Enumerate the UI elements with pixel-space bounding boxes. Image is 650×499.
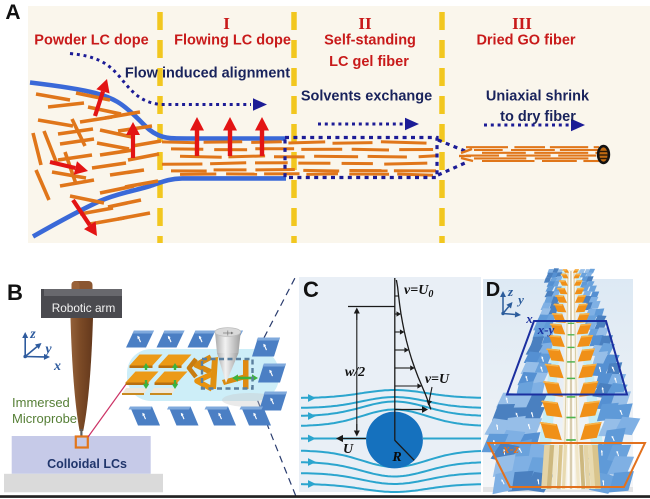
svg-text:Robotic arm: Robotic arm xyxy=(52,301,116,315)
svg-text:x-z: x-z xyxy=(502,441,520,456)
svg-text:LC gel fiber: LC gel fiber xyxy=(329,54,409,70)
svg-text:to dry fiber: to dry fiber xyxy=(500,109,576,125)
svg-text:z: z xyxy=(507,284,514,299)
svg-text:x-y: x-y xyxy=(537,322,555,337)
svg-text:I: I xyxy=(223,14,230,33)
svg-text:Self-standing: Self-standing xyxy=(324,32,416,48)
svg-text:Dried GO fiber: Dried GO fiber xyxy=(476,32,575,48)
svg-text:U: U xyxy=(343,442,354,457)
svg-text:Powder LC dope: Powder LC dope xyxy=(34,32,148,48)
svg-text:Uniaxial shrink: Uniaxial shrink xyxy=(486,89,590,105)
svg-text:B: B xyxy=(7,280,23,305)
svg-text:II: II xyxy=(358,14,372,33)
svg-text:y: y xyxy=(43,342,52,357)
svg-text:D: D xyxy=(486,279,500,301)
svg-text:A: A xyxy=(5,1,20,24)
svg-text:III: III xyxy=(512,14,532,33)
svg-text:x: x xyxy=(525,311,533,326)
svg-text:v=U: v=U xyxy=(425,372,450,387)
svg-text:w/2: w/2 xyxy=(345,365,365,380)
svg-text:Flowing LC dope: Flowing LC dope xyxy=(174,32,291,48)
svg-text:Immersed: Immersed xyxy=(12,395,70,410)
svg-text:Flow induced alignment: Flow induced alignment xyxy=(125,66,290,82)
svg-text:Microprobe: Microprobe xyxy=(12,411,77,426)
svg-text:x: x xyxy=(53,359,61,374)
svg-text:v=U0: v=U0 xyxy=(404,283,433,300)
svg-text:Solvents exchange: Solvents exchange xyxy=(301,89,432,105)
svg-text:R: R xyxy=(391,450,401,465)
svg-text:z: z xyxy=(29,327,36,342)
svg-text:C: C xyxy=(303,277,319,302)
svg-text:y: y xyxy=(516,292,524,307)
svg-text:Colloidal LCs: Colloidal LCs xyxy=(47,457,127,471)
